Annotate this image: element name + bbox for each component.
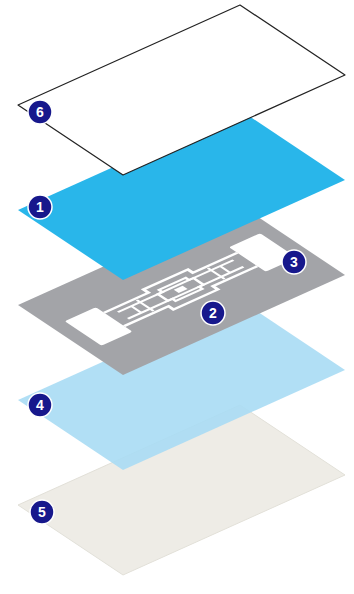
callout-circle	[30, 500, 54, 524]
callout-number: 1	[29, 196, 51, 218]
callout-circle	[282, 250, 306, 274]
overlay-layer	[18, 5, 345, 175]
callout-number: 2	[202, 302, 224, 324]
callout-circle	[28, 100, 52, 124]
callout-circle	[28, 393, 52, 417]
callout-circle	[201, 301, 225, 325]
callout-circle	[28, 195, 52, 219]
callout-number: 6	[29, 101, 51, 123]
callout-badges	[28, 100, 306, 524]
callout-number: 3	[283, 251, 305, 273]
callout-number: 4	[29, 394, 51, 416]
callout-number: 5	[31, 501, 53, 523]
